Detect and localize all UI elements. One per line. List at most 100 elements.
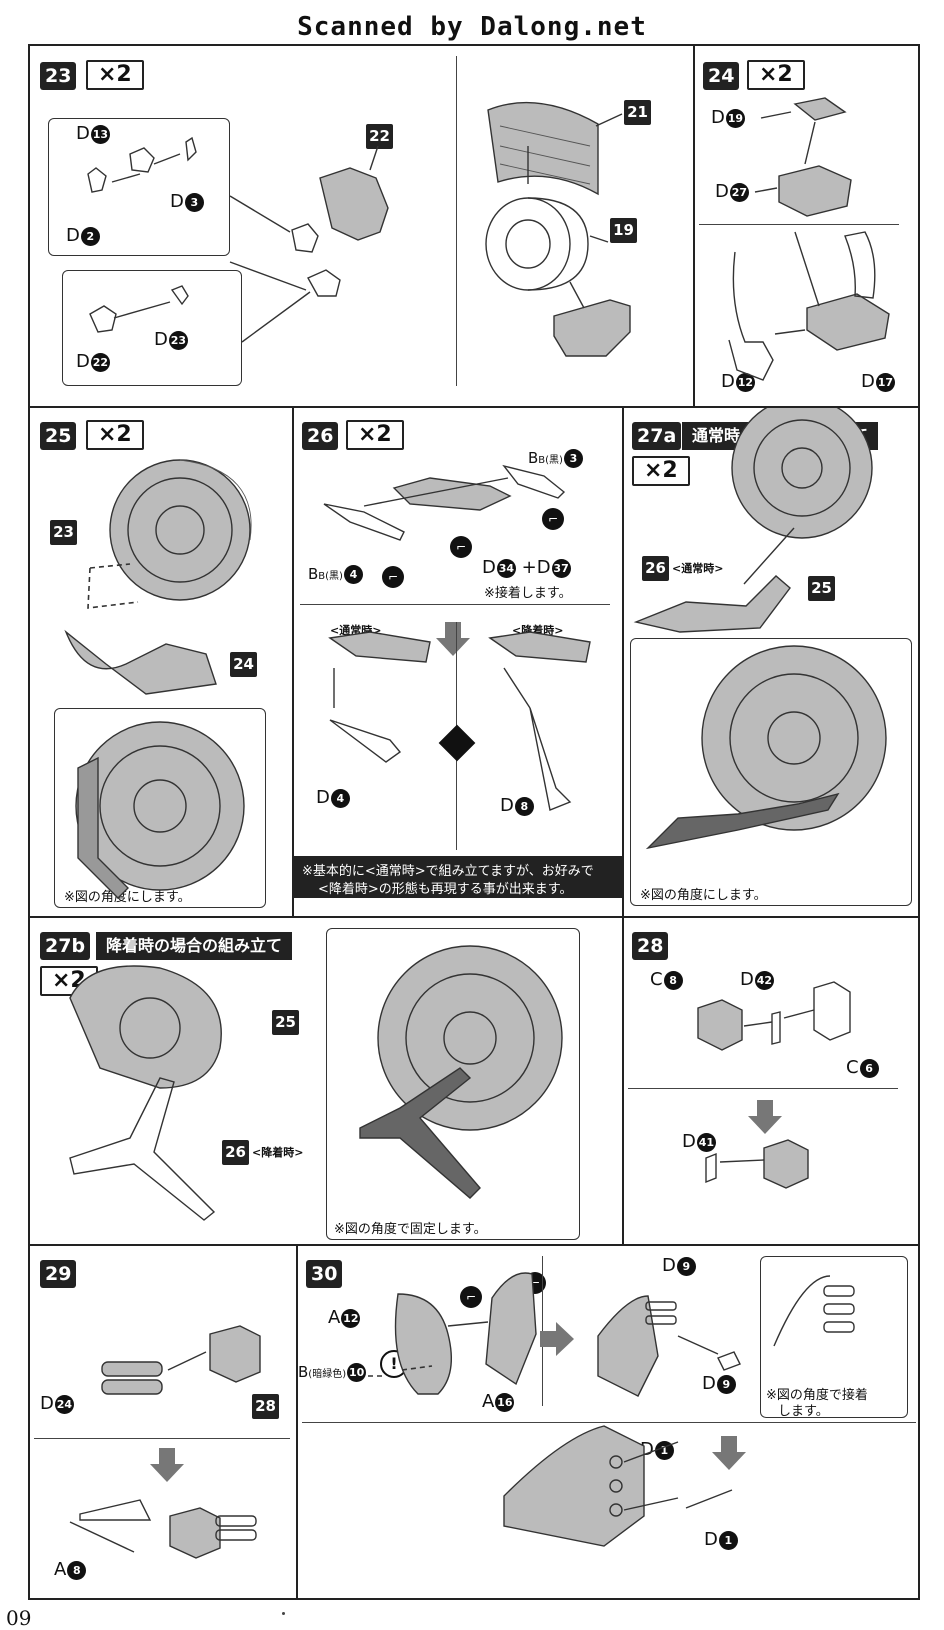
- label-26: 26: [642, 556, 669, 581]
- label-28: 28: [252, 1394, 279, 1419]
- step-24-illustration: [728, 97, 890, 381]
- step-23-number: 23: [40, 62, 77, 90]
- step-26-number: 26: [302, 422, 339, 450]
- step-27b-tag-26: <降着時>: [252, 1146, 304, 1159]
- step-30-note-line2: します。: [778, 1404, 829, 1419]
- step-23-subassembly-a: [48, 118, 230, 256]
- step-25-multiplier: ×2: [86, 420, 144, 450]
- step-30-number: 30: [306, 1260, 343, 1288]
- step-26-note-line1: ※基本的に<通常時>で組み立てますが、お好みで: [302, 864, 594, 879]
- step-26-divider: [300, 604, 610, 605]
- step-23-divider: [456, 56, 457, 386]
- label-21: 21: [624, 100, 651, 125]
- arrow-down-icon: [748, 1100, 782, 1134]
- step-27a-note: ※図の角度にします。: [640, 888, 767, 903]
- part-b10-label: B(暗緑色)10: [298, 1363, 367, 1382]
- step-23-multiplier: ×2: [86, 60, 144, 90]
- step-26-note-line2: <降着時>の形態も再現する事が出来ます。: [318, 882, 573, 897]
- step-29-divider: [34, 1438, 290, 1439]
- step-26-illustration: [323, 464, 591, 811]
- step-27a-number: 27a: [632, 422, 682, 450]
- step-26-note-box: [294, 856, 622, 898]
- glue-icon: ⌐: [460, 1286, 482, 1308]
- step-25-illustration: [64, 459, 252, 899]
- page-dot: [282, 1612, 285, 1615]
- step-27b-panel: 27b 降着時の場合の組み立て ×2 25 26 <降着時> ※図の角度で固定し…: [28, 916, 624, 1246]
- step-25-note: ※図の角度にします。: [64, 890, 191, 905]
- step-27b-number: 27b: [40, 932, 91, 960]
- label-24: 24: [230, 652, 257, 677]
- step-28-number: 28: [632, 932, 669, 960]
- step-25-number: 25: [40, 422, 77, 450]
- step-26-multiplier: ×2: [346, 420, 404, 450]
- glue-icon: ⌐: [382, 566, 404, 588]
- page-number: 09: [6, 1606, 32, 1630]
- step-30-illustration: [368, 1272, 855, 1547]
- step-28-illustration: [697, 981, 851, 1189]
- step-27b-banner: 降着時の場合の組み立て: [96, 932, 293, 960]
- arrow-right-icon: [540, 1322, 574, 1356]
- step-27a-tag-26: <通常時>: [672, 562, 724, 575]
- step-29-illustration: [69, 1325, 261, 1559]
- label-26: 26: [222, 1140, 249, 1165]
- glue-icon: ⌐: [542, 508, 564, 530]
- step-25-panel: 25 ×2 23 24 ※図の角度にします。: [28, 406, 294, 918]
- step-27a-multiplier: ×2: [632, 456, 690, 486]
- arrow-down-icon: [150, 1448, 184, 1482]
- step-24-multiplier: ×2: [747, 60, 805, 90]
- step-30-divider-h: [302, 1422, 916, 1423]
- arrow-down-icon: [436, 622, 470, 656]
- scan-watermark-title: Scanned by Dalong.net: [297, 12, 647, 42]
- step-28-divider: [628, 1088, 898, 1089]
- step-27b-illustration: [69, 945, 563, 1221]
- label-25: 25: [272, 1010, 299, 1035]
- label-22: 22: [366, 124, 393, 149]
- step-27a-panel: 27a 通常時の場合の組み立て ×2 26 <通常時> 25 ※図の角度にします…: [622, 406, 920, 918]
- step-27a-illustration: [633, 408, 887, 850]
- step-30-detail-box: [760, 1256, 908, 1418]
- label-19: 19: [610, 218, 637, 243]
- step-24-divider: [699, 224, 899, 225]
- arrow-down-icon: [712, 1436, 746, 1470]
- step-30-note-line1: ※図の角度で接着: [766, 1388, 868, 1403]
- step-26-glue-note: ※接着します。: [484, 586, 572, 601]
- part-b4-label: BB(黒)4: [308, 564, 363, 587]
- step-24-number: 24: [703, 62, 740, 90]
- step-29-number: 29: [40, 1260, 77, 1288]
- part-b3-label: BB(黒)3: [528, 448, 583, 471]
- step-23-illustration: [87, 101, 631, 357]
- label-23: 23: [50, 520, 77, 545]
- label-25: 25: [808, 576, 835, 601]
- step-27b-note: ※図の角度で固定します。: [334, 1222, 487, 1237]
- glue-icon: ⌐: [450, 536, 472, 558]
